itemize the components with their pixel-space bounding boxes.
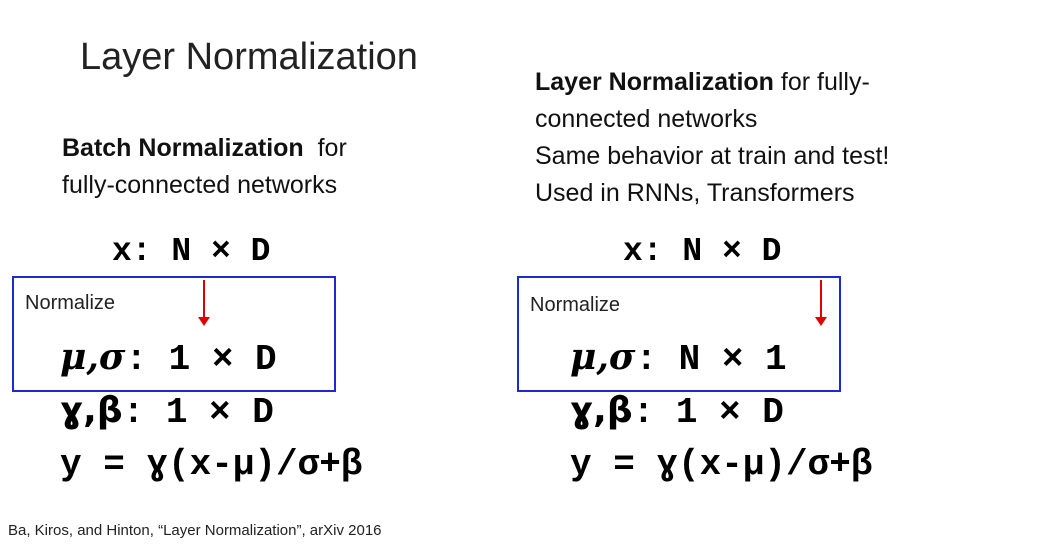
layernorm-down-arrow [815, 280, 827, 326]
layernorm-gamma-beta-symbols: ɣ,β [570, 390, 633, 431]
layernorm-heading-bold: Layer Normalization [535, 68, 774, 96]
batchnorm-gamma-beta-shape: : 1 × D [122, 392, 274, 433]
batchnorm-down-arrow [198, 280, 210, 326]
layernorm-normalize-box [517, 276, 841, 392]
slide-title: Layer Normalization [80, 36, 418, 78]
layernorm-heading: Layer Normalization for fully- connected… [535, 64, 889, 212]
layernorm-mu-sigma: μ,σ: N × 1 [570, 336, 787, 380]
layernorm-heading-line2: connected networks [535, 105, 758, 133]
batchnorm-gamma-beta: ɣ,β: 1 × D [60, 390, 274, 433]
batchnorm-heading-line2: fully-connected networks [62, 171, 338, 199]
layernorm-mu-sigma-shape: : N × 1 [635, 339, 787, 380]
batchnorm-x-shape: x: N × D [112, 233, 271, 270]
batchnorm-formula: y = ɣ(x-μ)/σ+β [60, 444, 363, 485]
layernorm-heading-rest: for fully- [773, 68, 870, 96]
batchnorm-mu-sigma: μ,σ: 1 × D [60, 336, 277, 380]
layernorm-heading-line4: Used in RNNs, Transformers [535, 179, 855, 207]
layernorm-formula: y = ɣ(x-μ)/σ+β [570, 444, 873, 485]
batchnorm-normalize-label: Normalize [25, 292, 116, 314]
batchnorm-gamma-beta-symbols: ɣ,β [60, 390, 123, 431]
batchnorm-normalize-box [12, 276, 336, 392]
batchnorm-heading-rest: for [303, 134, 347, 162]
layernorm-x-shape: x: N × D [623, 233, 782, 270]
batchnorm-mu-sigma-symbols: μ,σ [60, 336, 126, 378]
batchnorm-heading: Batch Normalization for fully-connected … [62, 130, 347, 204]
layernorm-heading-line3: Same behavior at train and test! [535, 142, 890, 170]
layernorm-normalize-label: Normalize [530, 294, 621, 316]
layernorm-gamma-beta: ɣ,β: 1 × D [570, 390, 784, 433]
batchnorm-mu-sigma-shape: : 1 × D [125, 339, 277, 380]
layernorm-gamma-beta-shape: : 1 × D [632, 392, 784, 433]
batchnorm-heading-bold: Batch Normalization [62, 134, 304, 162]
layernorm-mu-sigma-symbols: μ,σ [570, 336, 636, 378]
citation: Ba, Kiros, and Hinton, “Layer Normalizat… [8, 522, 382, 539]
